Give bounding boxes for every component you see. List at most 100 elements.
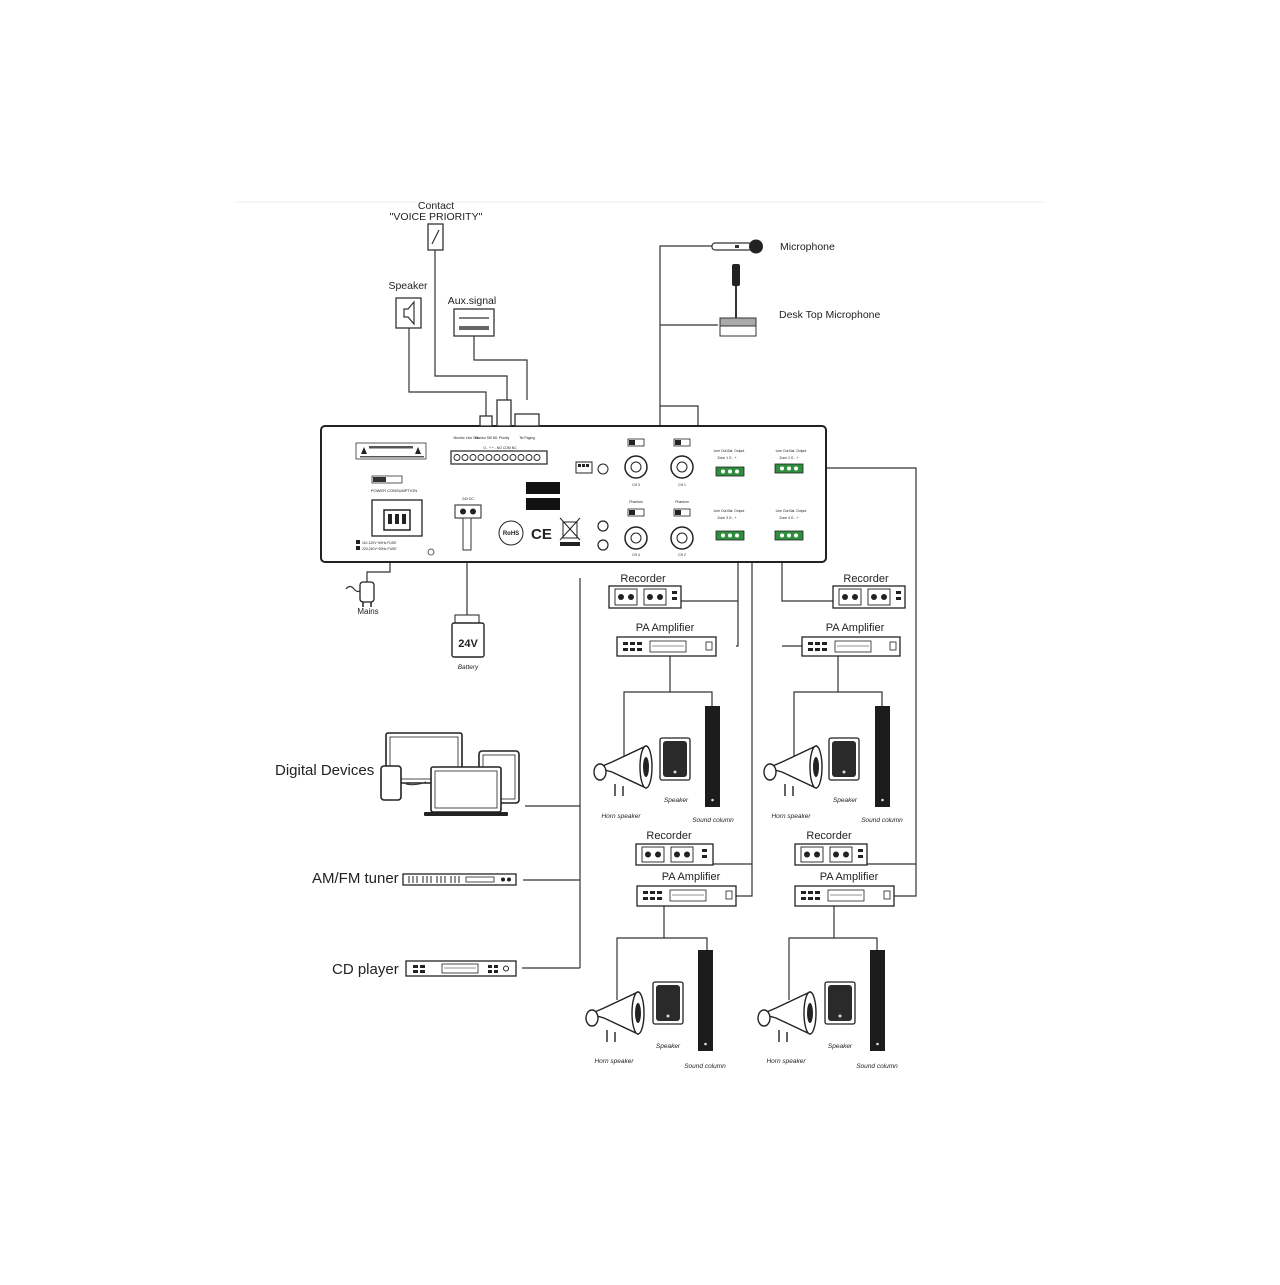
terminal-label-tel-paging: Tel Paging xyxy=(519,436,535,440)
zone4-pins: Zone 4 G - + xyxy=(779,516,798,520)
zone4-title: Line Out Bal. Output xyxy=(776,509,807,513)
ground-screw-icon xyxy=(427,548,435,556)
xlr-jack-ch3 xyxy=(624,455,648,479)
ch4-label: CH 4 xyxy=(632,553,640,557)
phantom-label-ch2: Phantom xyxy=(675,500,689,504)
aux-signal-label: Aux.signal xyxy=(448,295,496,307)
power-consumption-text: POWER CONSUMPTION xyxy=(371,488,417,493)
pa-amplifier-label-2: PA Amplifier xyxy=(826,622,885,634)
speaker-icon xyxy=(395,297,422,329)
horn-speaker-label-1: Horn speaker xyxy=(601,813,641,820)
rca-jack-1 xyxy=(597,520,609,532)
display-window-2 xyxy=(526,498,560,510)
mixer-amplifier-back-panel: POWER CONSUMPTION 110-120V~60Hz FUSE 220… xyxy=(320,399,827,563)
sound-column-label-2: Sound column xyxy=(861,817,903,824)
ch2-label: CH 2 xyxy=(678,553,686,557)
sound-column-icon-1 xyxy=(705,706,720,807)
battery-voltage-label: 24V xyxy=(458,638,478,650)
desk-top-microphone: Desk Top Microphone xyxy=(719,264,881,337)
contact-label-priority: "VOICE PRIORITY" xyxy=(390,211,483,223)
desk-microphone-label: Desk Top Microphone xyxy=(779,309,881,321)
horn-speaker-icon-3 xyxy=(585,990,645,1042)
dc-input-label: 24V DC xyxy=(462,497,474,501)
zone1-title: Line Out Bal. Output xyxy=(714,449,745,453)
horn-speaker-icon-2 xyxy=(763,744,823,796)
pa-amplifier-label-4: PA Amplifier xyxy=(820,871,879,883)
sound-column-label-4: Sound column xyxy=(856,1063,898,1070)
recorder-label-2: Recorder xyxy=(843,573,889,585)
ch1-label: CH 1 xyxy=(678,483,686,487)
recorder-label-3: Recorder xyxy=(646,830,692,842)
monitor-speaker: Speaker xyxy=(388,280,428,329)
zone-block-3: Recorder PA Amplifier Horn speaker Speak… xyxy=(585,830,737,1070)
handheld-microphone: Microphone xyxy=(711,239,835,254)
contact-voice-priority: Contact "VOICE PRIORITY" xyxy=(390,200,483,251)
speaker-label-1: Speaker xyxy=(664,797,689,804)
battery-label: Battery xyxy=(458,664,479,671)
horn-speaker-label-3: Horn speaker xyxy=(594,1058,634,1065)
horn-speaker-icon-1 xyxy=(593,744,653,796)
weee-icon xyxy=(559,517,581,546)
phantom-label-ch4: Phantom xyxy=(629,500,643,504)
dc-input-terminal xyxy=(454,504,482,519)
terminal-label-priority: Priority xyxy=(499,436,510,440)
fuse-note-1: 110-120V~60Hz FUSE xyxy=(362,541,397,545)
cd-player-label: CD player xyxy=(332,961,399,978)
amfm-tuner-label: AM/FM tuner xyxy=(312,870,399,887)
zone3-pins: Zone 3 G - + xyxy=(717,516,736,520)
speaker-label-3: Speaker xyxy=(656,1043,681,1050)
ce-mark: CE xyxy=(531,526,552,543)
zone-block-1: Recorder PA Amplifier Horn speaker Speak… xyxy=(593,573,734,824)
rca-jack-2 xyxy=(597,539,609,551)
speaker-label-4: Speaker xyxy=(828,1043,853,1050)
zone2-pins: Zone 2 G - + xyxy=(779,456,798,460)
plug-icon xyxy=(359,581,375,603)
microphone-label: Microphone xyxy=(780,241,835,253)
amfm-tuner: AM/FM tuner xyxy=(312,870,517,887)
zone-block-2: Recorder PA Amplifier Horn speaker Speak… xyxy=(763,573,906,824)
voltage-selector xyxy=(371,475,403,484)
display-window-1 xyxy=(526,482,560,494)
contact-label: Contact xyxy=(418,200,454,212)
terminal-label-monitor-speaker: Monitor 5W 8Ω xyxy=(475,436,498,440)
pa-amplifier-label-1: PA Amplifier xyxy=(636,622,695,634)
speaker-top-label: Speaker xyxy=(388,280,428,292)
fuse-note-2: 220-240V~50Hz FUSE xyxy=(362,547,397,551)
sound-column-icon-2 xyxy=(875,706,890,807)
terminal-pin-labels: G - + + - NO COM NC xyxy=(483,446,517,450)
recorder-label-1: Recorder xyxy=(620,573,666,585)
mains-plug: Mains xyxy=(345,581,379,616)
zone-block-4: Recorder PA Amplifier Horn speaker Speak… xyxy=(757,830,898,1070)
sound-column-icon-3 xyxy=(698,950,713,1051)
recorder-label-4: Recorder xyxy=(806,830,852,842)
digital-devices-label: Digital Devices xyxy=(275,762,374,779)
dip-switch xyxy=(575,461,593,474)
microphone-icon xyxy=(711,242,753,251)
zone1-pins: Zone 1 G - + xyxy=(717,456,736,460)
aux-signal-device: Aux.signal xyxy=(448,295,496,337)
rohs-badge xyxy=(498,520,524,546)
sound-column-icon-4 xyxy=(870,950,885,1051)
battery-24v: 24V Battery xyxy=(451,614,485,671)
rohs-text: RoHS xyxy=(503,531,519,537)
cd-player: CD player xyxy=(332,960,517,978)
xlr-jack-ch1 xyxy=(670,455,694,479)
zone3-title: Line Out Bal. Output xyxy=(714,509,745,513)
battery-icon xyxy=(451,622,485,658)
zone-outputs: Line Out Bal. Output Zone 1 G - + Line O… xyxy=(714,449,807,541)
sound-column-label-1: Sound column xyxy=(692,817,734,824)
ch3-label: CH 3 xyxy=(632,483,640,487)
horn-speaker-label-4: Horn speaker xyxy=(766,1058,806,1065)
desk-microphone-icon xyxy=(732,264,740,286)
horn-speaker-label-2: Horn speaker xyxy=(771,813,811,820)
xlr-jack-ch4 xyxy=(624,526,648,550)
phone-icon xyxy=(380,765,402,801)
xlr-jack-ch2 xyxy=(670,526,694,550)
speaker-label-2: Speaker xyxy=(833,797,858,804)
digital-devices: Digital Devices xyxy=(275,732,520,816)
volume-knob xyxy=(597,463,609,475)
terminal-block xyxy=(450,450,548,465)
xlr-inputs: CH 3 CH 1 Phantom CH 4 Phantom CH 2 xyxy=(624,438,694,557)
zone2-title: Line Out Bal. Output xyxy=(776,449,807,453)
